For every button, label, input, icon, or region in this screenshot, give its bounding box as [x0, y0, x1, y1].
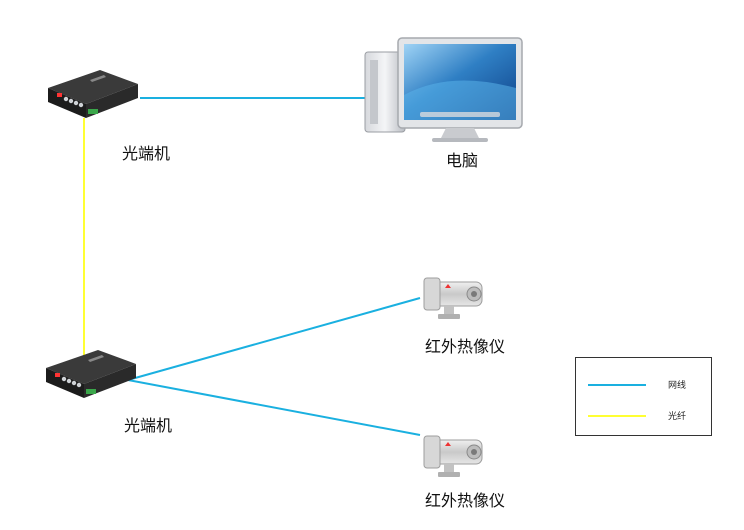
- camera-bottom-label: 红外热像仪: [425, 491, 506, 510]
- legend-label-fiber: 光纤: [668, 412, 687, 422]
- thermal-camera-top-icon: [423, 277, 483, 319]
- transceiver-top-label: 光端机: [122, 144, 171, 163]
- legend-item-network: 网线: [588, 378, 708, 392]
- transceiver-bottom-icon: [46, 350, 136, 398]
- camera-top-label: 红外热像仪: [425, 337, 506, 356]
- legend: 网线 光纤: [575, 357, 712, 436]
- computer-label: 电脑: [446, 151, 479, 170]
- legend-swatch-network: [588, 384, 646, 386]
- computer-icon: [364, 37, 523, 142]
- network-line-camera-bottom: [127, 379, 421, 436]
- legend-swatch-fiber: [588, 415, 646, 417]
- thermal-camera-bottom-icon: [423, 435, 483, 477]
- transceiver-top-icon: [48, 70, 138, 118]
- legend-label-network: 网线: [668, 381, 687, 391]
- network-line-camera-top: [127, 297, 421, 381]
- legend-item-fiber: 光纤: [588, 409, 708, 423]
- transceiver-bottom-label: 光端机: [124, 416, 173, 435]
